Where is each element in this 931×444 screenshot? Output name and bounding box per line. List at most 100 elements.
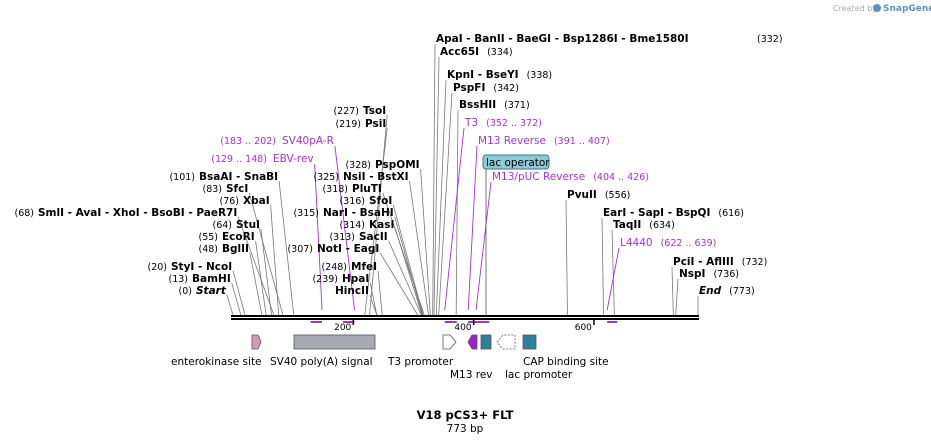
site-line-bsaai — [278, 180, 295, 316]
site-sfci[interactable]: (83)SfcI — [202, 183, 248, 195]
site-name-nsii: NsiI - BstXI — [343, 171, 409, 183]
site-start[interactable]: (0) Start — [179, 285, 227, 297]
site-pspomi[interactable]: (328)PspOMI — [345, 159, 419, 171]
site-position-nspi: (736) — [713, 269, 739, 280]
site-name-hincii: HincII — [335, 285, 369, 297]
site-position-xbai: (76) — [219, 196, 239, 207]
m13-rev-arrow-icon — [467, 334, 478, 350]
site-position-styi: (20) — [147, 262, 167, 273]
site-plutl[interactable]: (318)PluTI — [322, 183, 381, 195]
site-line-stui — [260, 228, 272, 316]
site-nari[interactable]: (315)NarI - BsaHI — [293, 207, 393, 219]
site-pcii[interactable]: PciI - AflIII(732) — [673, 256, 767, 268]
site-line-smli — [237, 216, 275, 316]
site-line-kpni — [435, 79, 447, 316]
primer-m13-reverse[interactable]: M13 Reverse(391 .. 407) — [478, 135, 610, 147]
site-name-bsshii: BssHII — [459, 99, 496, 111]
site-acc65i[interactable]: Acc65I (334) — [440, 46, 513, 58]
primer-name-sv40pa-r: SV40pA-R — [282, 135, 334, 147]
cap-binding-site-label: CAP binding site — [523, 356, 609, 368]
site-position-acc65i: (334) — [487, 47, 513, 58]
primer-position-m13-puc-reverse: (404 .. 426) — [593, 172, 649, 183]
site-name-styi: StyI - NcoI — [171, 261, 232, 273]
primer-l4440[interactable]: L4440(622 .. 639) — [620, 237, 716, 249]
primer-name-t3: T3 — [464, 117, 478, 129]
site-name-psii: PsiI — [365, 118, 386, 130]
site-noti[interactable]: (307)NotI - EagI — [287, 243, 379, 255]
site-position-pcii: (732) — [742, 257, 768, 268]
site-name-sfoi: SfoI — [369, 195, 392, 207]
site-bglii[interactable]: (48)BglII — [198, 243, 248, 255]
site-name-pvuii: PvuII — [567, 189, 597, 201]
site-psii[interactable]: (219)PsiI — [335, 118, 386, 130]
site-styi[interactable]: (20) StyI - NcoI — [147, 261, 232, 273]
site-bamhi[interactable]: (13)BamHI — [168, 273, 230, 285]
site-name-acc65i: Acc65I — [440, 46, 479, 58]
primer-position-m13-reverse: (391 .. 407) — [554, 136, 610, 147]
site-end[interactable]: End(773) — [699, 285, 755, 297]
site-nspi[interactable]: NspI (736) — [679, 268, 739, 280]
primer-name-ebv-rev: EBV-rev — [273, 153, 314, 165]
primer-ebv-rev[interactable]: (129 .. 148)EBV-rev — [211, 153, 313, 165]
site-line-noti — [379, 252, 419, 316]
site-line-xbai — [270, 204, 280, 316]
site-sfoi[interactable]: (316)SfoI — [339, 195, 392, 207]
primer-t3[interactable]: T3(352 .. 372) — [464, 117, 542, 129]
sv40-polya-box — [293, 334, 376, 350]
site-name-start: Start — [196, 285, 227, 297]
primer-line-sv40pa-r — [334, 145, 355, 311]
site-apai[interactable]: ApaI - BanII - BaeGI - Bsp1286I - Bme158… — [436, 33, 783, 45]
site-sacii[interactable]: (313)SacII — [329, 231, 387, 243]
site-eari[interactable]: EarI - SapI - BspQI(616) — [603, 207, 744, 219]
primer-line-m13-reverse — [467, 145, 478, 311]
site-pspfi[interactable]: PspFI(342) — [453, 82, 519, 94]
site-position-start: (0) — [179, 286, 192, 297]
site-hincii[interactable]: HincII — [335, 285, 369, 297]
primer-lines — [310, 127, 620, 323]
site-pvuii[interactable]: PvuII (556) — [567, 189, 630, 201]
site-name-nspi: NspI — [679, 268, 705, 280]
site-kpni[interactable]: KpnI - BseYI(338) — [447, 69, 552, 81]
site-bsshii[interactable]: BssHII(371) — [459, 99, 530, 111]
site-bsaai[interactable]: (101)BsaAI - SnaBI — [169, 171, 278, 183]
site-kasi[interactable]: (314)KasI — [339, 219, 394, 231]
primer-line-l4440 — [606, 247, 620, 311]
t3-promoter-label: T3 promoter — [387, 356, 454, 368]
site-name-kpni: KpnI - BseYI — [447, 69, 519, 81]
site-name-noti: NotI - EagI — [317, 243, 379, 255]
site-name-bamhi: BamHI — [192, 273, 231, 285]
site-position-pspomi: (328) — [345, 160, 371, 171]
ruler-tick-label-600: 600 — [575, 323, 592, 333]
ruler-tick-label-400: 400 — [454, 323, 471, 333]
primer-line-ebv-rev — [314, 163, 323, 311]
site-position-pvuii: (556) — [605, 190, 631, 201]
site-name-xbai: XbaI — [243, 195, 270, 207]
site-hpai[interactable]: (239)HpaI — [312, 273, 369, 285]
site-name-tsoi: TsoI — [363, 105, 386, 117]
site-line-nari — [394, 216, 423, 316]
site-nsii[interactable]: (325)NsiI - BstXI — [313, 171, 408, 183]
site-line-tsoi — [369, 114, 388, 316]
lac-promoter-arrow-icon — [496, 334, 516, 350]
site-line-nspi — [675, 278, 679, 316]
site-ecori[interactable]: (55)EcoRI — [198, 231, 254, 243]
site-stui[interactable]: (64)StuI — [212, 219, 259, 231]
site-xbai[interactable]: (76) XbaI — [219, 195, 269, 207]
m13-rev-label: M13 rev — [450, 369, 493, 381]
site-position-stui: (64) — [212, 220, 232, 231]
primer-m13-puc-reverse[interactable]: M13/pUC Reverse(404 .. 426) — [492, 171, 649, 183]
site-line-bamhi — [231, 282, 242, 316]
site-taqii[interactable]: TaqII(634) — [613, 219, 675, 231]
site-name-apai: ApaI - BanII - BaeGI - Bsp1286I - Bme158… — [436, 33, 689, 45]
snapgene-logo-icon — [873, 4, 881, 12]
primer-sv40pa-r[interactable]: (183 .. 202)SV40pA-R — [220, 135, 334, 147]
site-position-pspfi: (342) — [493, 83, 519, 94]
site-position-end: (773) — [729, 286, 755, 297]
site-tsoi[interactable]: (227)TsoI — [333, 105, 386, 117]
site-smli[interactable]: (68)SmlI - AvaI - XhoI - BsoBI - PaeR7I — [14, 207, 237, 219]
site-mfei[interactable]: (248)MfeI — [321, 261, 377, 273]
site-name-kasi: KasI — [369, 219, 394, 231]
site-lines — [226, 43, 699, 316]
